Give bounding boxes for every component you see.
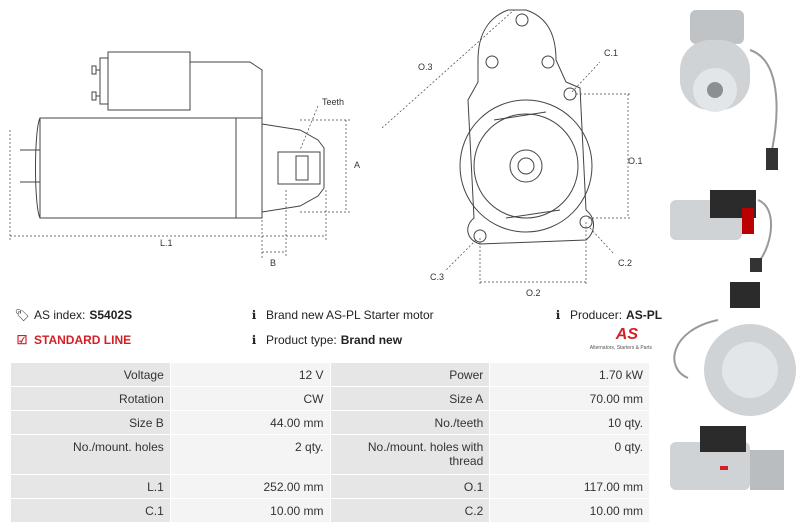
as-index-label: AS index: — [34, 308, 86, 322]
photo-side — [670, 190, 773, 272]
spec-label: Power — [329, 362, 491, 387]
info-icon: ℹ — [251, 308, 257, 322]
spec-value: 12 V — [169, 362, 331, 387]
label-b: B — [270, 258, 276, 268]
spec-value: 117.00 mm — [489, 474, 650, 499]
photo-angle — [670, 426, 784, 490]
logo-mark: AS — [615, 326, 638, 343]
label-o2: O.2 — [526, 288, 541, 298]
label-teeth: Teeth — [322, 97, 344, 107]
spec-value: 10.00 mm — [169, 498, 331, 523]
spec-value: 44.00 mm — [169, 410, 331, 435]
as-index-row: 🏷 AS index: S5402S — [14, 308, 132, 322]
label-c1: C.1 — [604, 48, 618, 58]
producer-row: ℹ Producer: AS-PL — [550, 308, 662, 322]
spec-value: 252.00 mm — [169, 474, 331, 499]
label-a: A — [354, 160, 360, 170]
spec-label: L.1 — [10, 474, 171, 499]
table-row: Rotation CW Size A 70.00 mm — [10, 386, 650, 411]
photo-rear — [673, 282, 796, 416]
info-icon: ℹ — [251, 333, 257, 347]
spec-value: 1.70 kW — [489, 362, 650, 387]
label-c2: C.2 — [618, 258, 632, 268]
spec-value: 10.00 mm — [489, 498, 650, 523]
spec-label: No./mount. holes with thread — [329, 434, 491, 475]
line-row: ☑ STANDARD LINE — [14, 333, 132, 347]
table-row: Size B 44.00 mm No./teeth 10 qty. — [10, 410, 650, 435]
producer-value: AS-PL — [626, 308, 663, 322]
check-square-icon: ☑ — [16, 333, 28, 347]
tag-icon: 🏷 — [14, 308, 30, 322]
spec-label: C.2 — [329, 498, 491, 523]
label-c3: C.3 — [430, 272, 444, 282]
table-row: No./mount. holes 2 qty. No./mount. holes… — [10, 434, 650, 475]
product-type-label: Product type: — [266, 333, 337, 347]
as-pl-logo: AS Alternators, Starters & Parts — [582, 326, 652, 360]
label-o1: O.1 — [628, 156, 643, 166]
spec-value: 70.00 mm — [489, 386, 650, 411]
description-text: Brand new AS-PL Starter motor — [266, 308, 434, 322]
spec-label: No./teeth — [329, 410, 491, 435]
label-l1: L.1 — [160, 238, 173, 248]
label-o3: O.3 — [418, 62, 433, 72]
table-row: C.1 10.00 mm C.2 10.00 mm — [10, 498, 650, 523]
spec-label: No./mount. holes — [10, 434, 171, 475]
table-row: L.1 252.00 mm O.1 117.00 mm — [10, 474, 650, 499]
spec-label: C.1 — [10, 498, 171, 523]
spec-value: 2 qty. — [169, 434, 331, 475]
info-icon: ℹ — [555, 308, 561, 322]
as-index-value: S5402S — [89, 308, 133, 322]
spec-value: CW — [169, 386, 331, 411]
technical-drawing: Teeth A L.1 B O.3 C.1 O.1 C.3 C.2 O.2 — [9, 9, 643, 298]
spec-label: Rotation — [10, 386, 171, 411]
spec-label: Voltage — [10, 362, 171, 387]
spec-value: 10 qty. — [489, 410, 650, 435]
description-row: ℹ Brand new AS-PL Starter motor — [246, 308, 434, 322]
table-row: Voltage 12 V Power 1.70 kW — [10, 362, 650, 387]
specs-table: Voltage 12 V Power 1.70 kW Rotation CW S… — [10, 362, 650, 523]
spec-value: 0 qty. — [489, 434, 650, 475]
producer-label: Producer: — [570, 308, 623, 322]
line-label: STANDARD LINE — [34, 333, 132, 347]
logo-tagline: Alternators, Starters & Parts — [589, 345, 652, 351]
product-photos — [670, 10, 796, 490]
spec-label: O.1 — [329, 474, 491, 499]
product-type-value: Brand new — [340, 333, 403, 347]
spec-label: Size B — [10, 410, 171, 435]
photo-front — [680, 10, 778, 170]
product-type-row: ℹ Product type: Brand new — [246, 333, 402, 347]
spec-label: Size A — [329, 386, 491, 411]
